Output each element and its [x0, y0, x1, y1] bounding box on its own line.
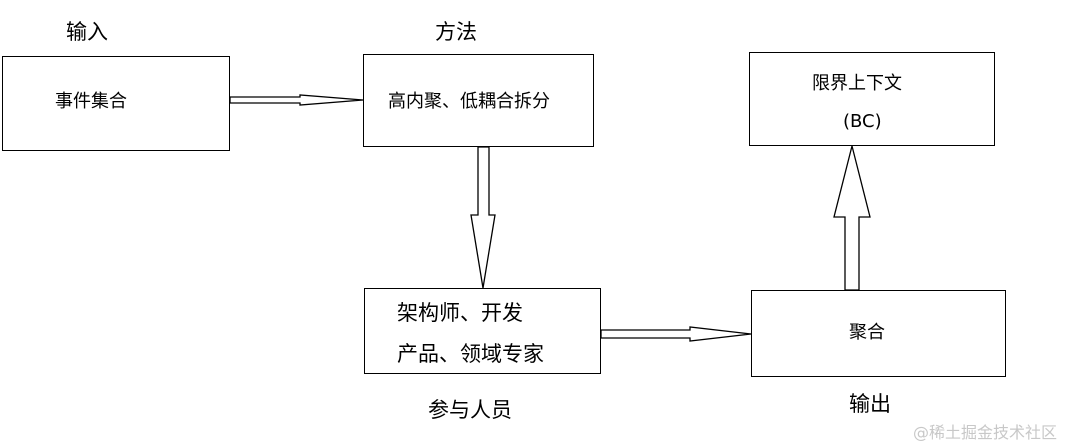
watermark-text: @稀土掘金技术社区 [912, 423, 1057, 442]
events-box-label: 事件集合 [55, 91, 127, 112]
input-label: 输入 [66, 20, 108, 44]
arrow-split-to-roles [470, 146, 496, 289]
roles-box: 架构师、开发 产品、领域专家 [364, 288, 601, 374]
participants-label: 参与人员 [428, 398, 512, 422]
arrow-events-to-split [229, 94, 364, 106]
events-box: 事件集合 [2, 56, 230, 151]
roles-box-label-line2: 产品、领域专家 [397, 342, 544, 366]
roles-box-label-line1: 架构师、开发 [397, 301, 523, 325]
output-label: 输出 [849, 392, 891, 416]
split-box-label: 高内聚、低耦合拆分 [388, 91, 550, 112]
split-box: 高内聚、低耦合拆分 [363, 54, 594, 147]
aggregate-box-label: 聚合 [849, 322, 885, 343]
bc-box-label-line2: (BC) [843, 111, 882, 132]
method-label: 方法 [435, 20, 477, 44]
bc-box-label-line1: 限界上下文 [812, 73, 902, 94]
aggregate-box: 聚合 [751, 290, 1006, 377]
arrow-roles-to-aggregate [600, 326, 752, 342]
bc-box: 限界上下文 (BC) [749, 52, 995, 146]
arrow-aggregate-to-bc [833, 145, 871, 291]
